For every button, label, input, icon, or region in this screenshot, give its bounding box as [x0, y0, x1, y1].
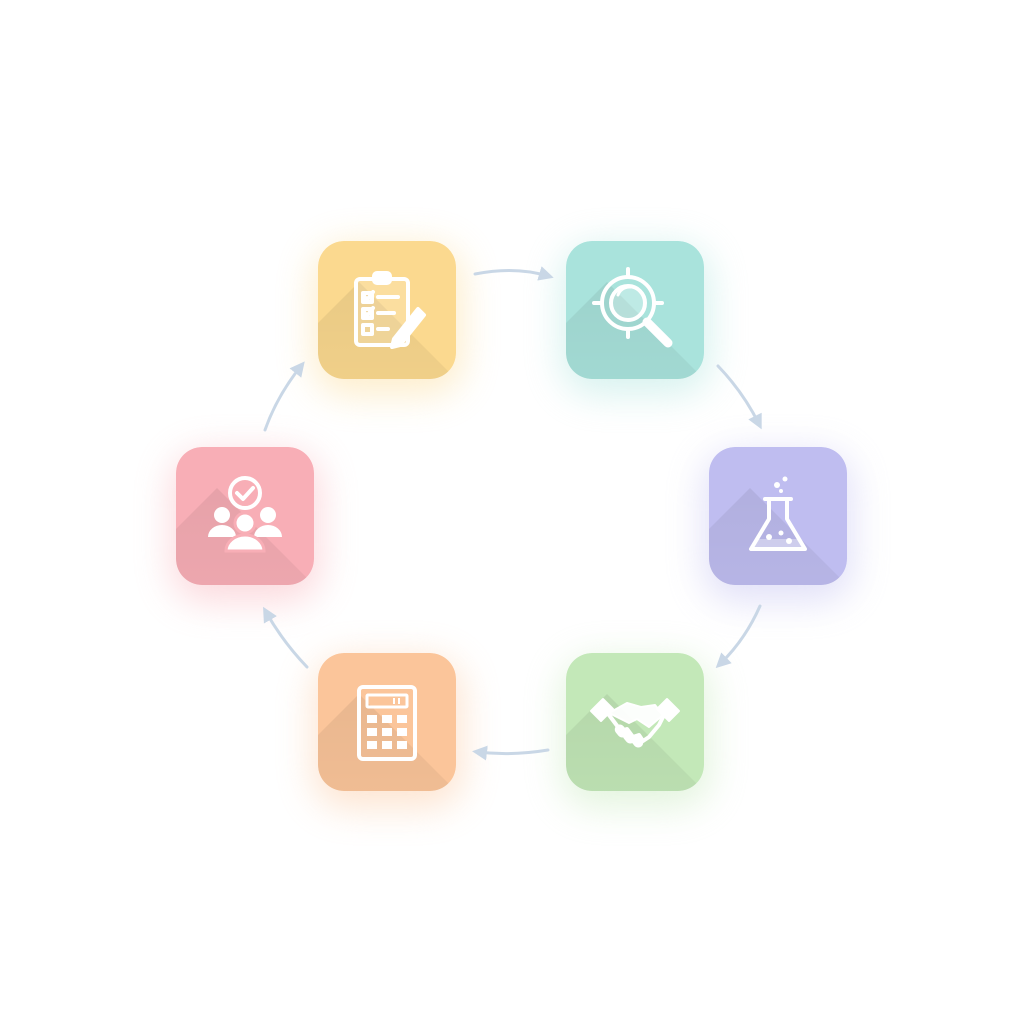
arrow-calculate-to-team: [263, 606, 309, 669]
arrow-plan-to-research: [473, 266, 554, 281]
handshake-icon: [590, 698, 680, 748]
step-agreement-tile: [566, 653, 704, 791]
step-calculate-tile: [318, 653, 456, 791]
step-plan-tile: [318, 241, 456, 379]
step-research-tile: [566, 241, 704, 379]
flask-icon: [749, 476, 807, 551]
arrow-experiment-to-agreement: [715, 604, 762, 669]
step-team-approval-tile: [176, 447, 314, 585]
arrow-agreement-to-calculate: [472, 745, 550, 761]
calculator-icon: [357, 685, 417, 761]
step-experiment-tile: [709, 447, 847, 585]
clipboard-checklist-icon: [354, 271, 426, 349]
team-check-icon: [208, 476, 282, 553]
arrow-team-to-plan: [263, 361, 305, 432]
arrow-research-to-experiment: [716, 364, 762, 430]
magnifier-target-icon: [592, 267, 673, 348]
